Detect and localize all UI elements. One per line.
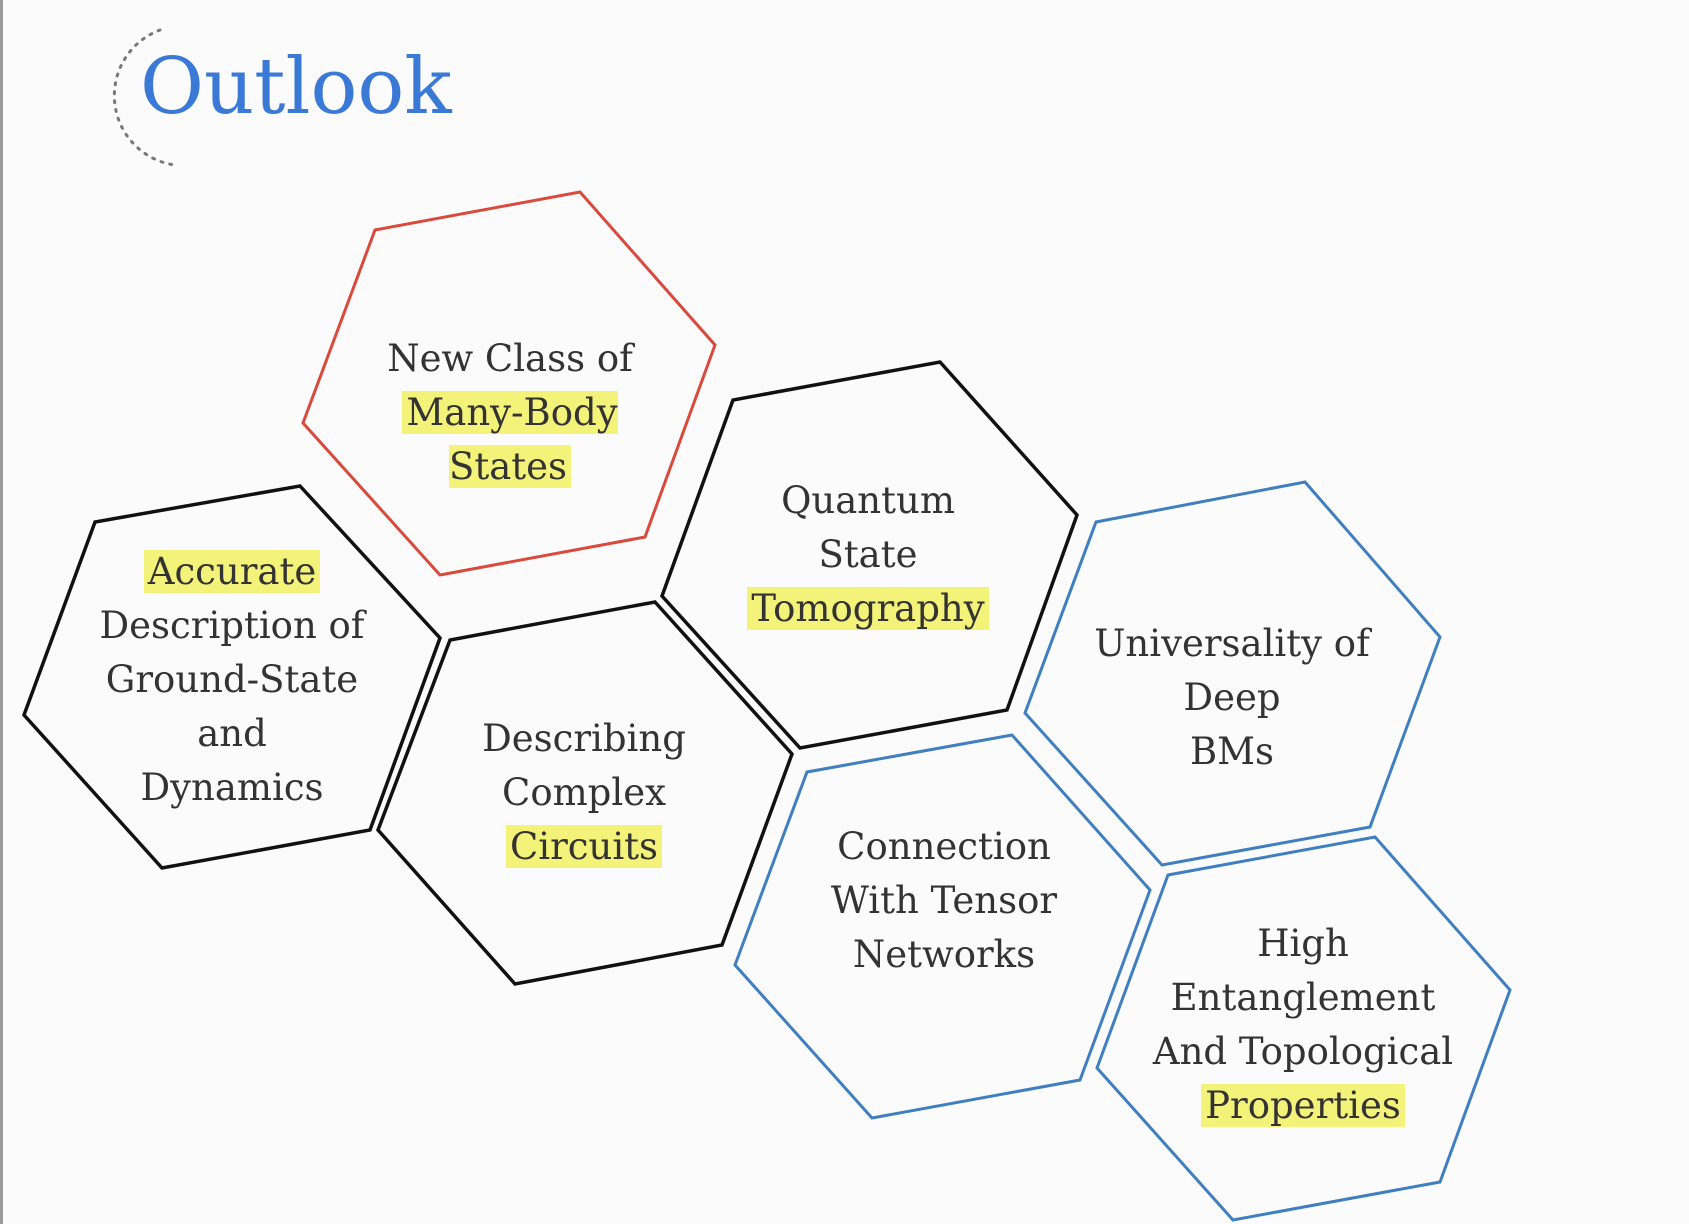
label-text: High: [1257, 922, 1349, 965]
hexagon-label-line: Deep: [1062, 671, 1402, 725]
label-text: Ground-State: [105, 658, 359, 701]
hexagon-label-line: Properties: [1133, 1079, 1473, 1133]
hexagon-label-line: Description of: [62, 599, 402, 653]
hexagon-label-line: Universality of: [1062, 617, 1402, 671]
hexagon-tensor: [733, 733, 1152, 1120]
label-text: State: [818, 533, 918, 576]
hexagon-circuits: [375, 600, 795, 986]
label-text: Description of: [99, 604, 365, 647]
hexagon-label-line: Describing: [414, 712, 754, 766]
hexagon-entanglement: [1095, 835, 1512, 1222]
highlighted-text: Accurate: [143, 550, 321, 593]
title-decoration-arc: [112, 28, 177, 167]
hexagon-label-line: Dynamics: [62, 761, 402, 815]
hexagon-label-line: Networks: [774, 928, 1114, 982]
label-text: Describing: [482, 717, 686, 760]
hexagon-label-many-body: New Class of Many-Body States: [340, 332, 680, 494]
label-text: Universality of: [1094, 622, 1370, 665]
hexagon-label-line: High: [1133, 917, 1473, 971]
hexagon-label-line: Entanglement: [1133, 971, 1473, 1025]
label-text: Deep: [1183, 676, 1281, 719]
hexagon-label-line: State: [698, 528, 1038, 582]
label-text: Networks: [852, 933, 1036, 976]
hexagon-label-line: and: [62, 707, 402, 761]
highlighted-text: Tomography: [747, 587, 989, 630]
hexagon-label-line: Circuits: [414, 820, 754, 874]
label-text: and: [197, 712, 267, 755]
hexagon-tomography: [659, 360, 1079, 750]
label-text: And Topological: [1152, 1030, 1454, 1073]
slide-title: Outlook: [140, 42, 452, 132]
hexagon-many-body: [301, 190, 717, 577]
left-border: [0, 0, 3, 1224]
label-text: Dynamics: [140, 766, 324, 809]
label-text: Quantum: [781, 479, 955, 522]
hexagon-label-line: Complex: [414, 766, 754, 820]
label-text: BMs: [1189, 730, 1275, 773]
hexagon-label-line: Ground-State: [62, 653, 402, 707]
label-text: Entanglement: [1170, 976, 1436, 1019]
label-text: With Tensor: [830, 879, 1058, 922]
label-text: Complex: [502, 771, 666, 814]
hexagon-accurate: [21, 484, 443, 870]
label-text: Connection: [837, 825, 1051, 868]
hexagon-label-line: New Class of: [340, 332, 680, 386]
hexagon-label-line: Many-Body States: [340, 386, 680, 494]
hexagon-label-line: With Tensor: [774, 874, 1114, 928]
highlighted-text: Many-Body States: [402, 391, 618, 488]
label-text: New Class of: [387, 337, 633, 380]
hexagon-label-line: BMs: [1062, 725, 1402, 779]
hexagon-label-line: Connection: [774, 820, 1114, 874]
highlighted-text: Circuits: [505, 825, 663, 868]
hexagon-label-line: Tomography: [698, 582, 1038, 636]
hexagon-label-line: Accurate: [62, 545, 402, 599]
hexagon-label-line: Quantum: [698, 474, 1038, 528]
hexagon-label-line: And Topological: [1133, 1025, 1473, 1079]
hexagon-universality: [1023, 480, 1442, 867]
highlighted-text: Properties: [1201, 1084, 1405, 1127]
